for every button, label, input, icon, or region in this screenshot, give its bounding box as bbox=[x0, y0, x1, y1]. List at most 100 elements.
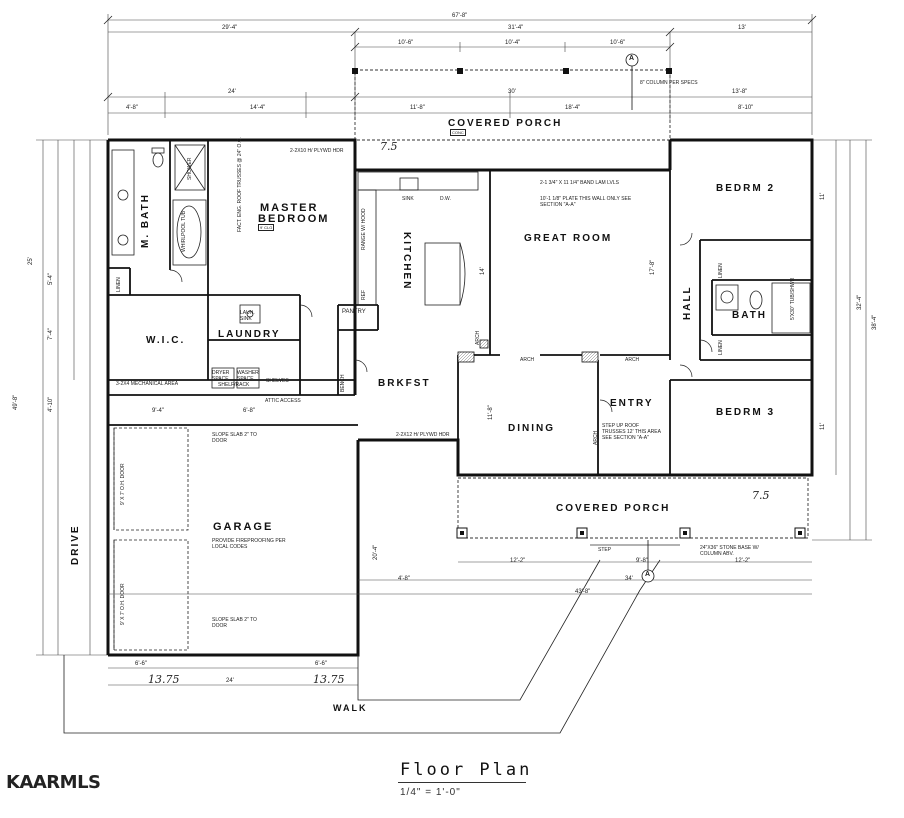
dim-9-4: 9'-4" bbox=[152, 408, 164, 414]
note-linen-3: LINEN bbox=[718, 340, 724, 355]
section-marker-bottom: A bbox=[645, 571, 651, 578]
note-ref: REF bbox=[361, 290, 367, 300]
room-label-master: MASTER bbox=[260, 202, 319, 214]
room-label-bedroom: BEDROOM bbox=[258, 213, 330, 225]
note-arch-1: ARCH bbox=[475, 330, 481, 345]
room-label-m-bath: M. BATH bbox=[140, 193, 151, 248]
note-whirlpool: WHIRLPOOL TUB bbox=[181, 210, 187, 252]
dim-18-4: 18'-4" bbox=[565, 105, 581, 111]
dim-bottom-6-6a: 6'-6" bbox=[135, 661, 147, 667]
dim-right-32-4: 32'-4" bbox=[857, 294, 863, 310]
note-column: 8" COLUMN PER SPECS bbox=[640, 80, 698, 86]
dim-mid-top: 31'-4" bbox=[508, 25, 524, 31]
note-linen-1: LINEN bbox=[116, 277, 122, 292]
room-label-great-room: GREAT ROOM bbox=[524, 233, 613, 244]
plan-title: Floor Plan bbox=[400, 760, 533, 780]
dim-right-top: 13' bbox=[738, 25, 746, 31]
note-step: STEP bbox=[598, 547, 612, 553]
dim-garage-4-8: 4'-8" bbox=[398, 576, 410, 582]
exterior-walls bbox=[106, 138, 814, 657]
room-label-bath: BATH bbox=[732, 310, 768, 321]
note-shelf-rack: SHELF/RACK bbox=[218, 382, 250, 388]
room-label-entry: ENTRY bbox=[610, 398, 654, 409]
note-dryer: DRYER SPACE bbox=[212, 370, 230, 382]
room-label-garage: GARAGE bbox=[213, 521, 274, 533]
dim-overall: 67'-8" bbox=[452, 13, 468, 19]
room-label-pantry: PANTRY bbox=[342, 309, 366, 315]
dim-4-8: 4'-8" bbox=[126, 105, 138, 111]
dim-left-49-8: 49'-8" bbox=[13, 394, 19, 410]
note-tub-shower: 5'X30" TUB/SHWR bbox=[790, 277, 796, 320]
dim-front-9-8: 9'-8" bbox=[636, 558, 648, 564]
dim-17-8: 17'-8" bbox=[650, 259, 656, 275]
room-label-hall: HALL bbox=[682, 285, 693, 320]
dim-30: 30' bbox=[508, 89, 516, 95]
note-door-2: 9' X 7' O.H. DOOR bbox=[120, 583, 126, 625]
room-label-wic: W.I.C. bbox=[146, 335, 186, 346]
dim-left-25: 25' bbox=[28, 257, 34, 265]
note-band-lam: 2-1 3/4" X 11 1/4" BAND LAM LVLS bbox=[540, 180, 619, 186]
section-marker-top: A bbox=[629, 55, 635, 62]
note-attic: ATTIC ACCESS bbox=[265, 398, 301, 404]
note-arch-2: ARCH bbox=[520, 357, 535, 363]
dim-front-34: 34' bbox=[625, 576, 633, 582]
room-label-dining: DINING bbox=[508, 423, 555, 434]
dim-front-43-8: 43'-8" bbox=[575, 589, 591, 595]
room-label-laundry: LAUNDRY bbox=[218, 329, 281, 340]
dim-11b: 11' bbox=[820, 422, 826, 430]
note-door-1: 9' X 7' O.H. DOOR bbox=[120, 463, 126, 505]
note-plate: 10'-1 1/8" PLATE THIS WALL ONLY SEE SECT… bbox=[540, 196, 632, 208]
note-linen-2: LINEN bbox=[718, 263, 724, 278]
dim-6-8: 6'-8" bbox=[243, 408, 255, 414]
dim-4-10: 4'-10" bbox=[48, 396, 54, 412]
dim-rear-10-6b: 10'-6" bbox=[610, 40, 626, 46]
fixtures bbox=[111, 144, 811, 651]
dim-7-4: 7'-4" bbox=[48, 328, 54, 340]
dim-14: 14' bbox=[480, 267, 486, 275]
note-fireproof: PROVIDE FIREPROOFING PER LOCAL CODES bbox=[212, 538, 286, 550]
dim-left-top: 29'-4" bbox=[222, 25, 238, 31]
title-underline bbox=[398, 782, 526, 783]
dim-11: 11' bbox=[820, 192, 826, 200]
brand-logo: KAARMLS bbox=[6, 772, 101, 793]
handwritten-note-3: 13.75 bbox=[313, 673, 345, 686]
dim-rear-10-6a: 10'-6" bbox=[398, 40, 414, 46]
note-washer: WASHER SPACE bbox=[237, 370, 259, 382]
plan-scale: 1/4" = 1'-0" bbox=[400, 787, 461, 798]
dim-8-10: 8'-10" bbox=[738, 105, 754, 111]
handwritten-note-1: 7.5 bbox=[380, 140, 398, 153]
dim-11-8b: 11'-8" bbox=[488, 405, 494, 420]
note-arch-4: ARCH bbox=[593, 430, 599, 445]
note-mech: 3-2X4 MECHANICAL AREA bbox=[116, 381, 179, 387]
room-label-bedrm2: BEDRM 2 bbox=[716, 183, 776, 194]
room-label-drive: DRIVE bbox=[70, 524, 81, 565]
room-label-covered-porch-rear: COVERED PORCH bbox=[448, 118, 563, 129]
room-label-covered-porch-front: COVERED PORCH bbox=[556, 503, 671, 514]
dim-front-12-2b: 12'-2" bbox=[735, 558, 751, 564]
note-range: RANGE W/ HOOD bbox=[361, 208, 367, 250]
note-fact-truss: FACT. ENG. ROOF TRUSSES @ 24" O.C. bbox=[237, 137, 243, 232]
front-porch-outline bbox=[457, 477, 809, 539]
dim-11-8: 11'-8" bbox=[410, 105, 425, 111]
dim-rear-10-4: 10'-4" bbox=[505, 40, 521, 46]
note-bench: BENCH bbox=[340, 374, 346, 392]
dim-garage-20-4: 20'-4" bbox=[373, 544, 379, 560]
dim-right-38-4: 38'-4" bbox=[872, 314, 878, 330]
room-label-bedrm3: BEDRM 3 bbox=[716, 407, 776, 418]
handwritten-note-4: 7.5 bbox=[752, 489, 770, 502]
note-hdr-2: 2-2X12 H/ PLYWD HDR bbox=[396, 432, 450, 438]
dim-front-12-2a: 12'-2" bbox=[510, 558, 526, 564]
dim-14-4: 14'-4" bbox=[250, 105, 266, 111]
interior-walls bbox=[108, 140, 812, 475]
rear-porch-outline bbox=[354, 69, 671, 141]
dim-5-4: 5'-4" bbox=[48, 273, 54, 285]
note-sink: SINK bbox=[402, 196, 414, 202]
note-slope-slab-1: SLOPE SLAB 2" TO DOOR bbox=[212, 432, 257, 444]
note-laun-sink: LAUN. SINK bbox=[240, 310, 255, 322]
note-dw: D.W. bbox=[440, 196, 451, 202]
note-slope-slab-2: SLOPE SLAB 2" TO DOOR bbox=[212, 617, 257, 629]
note-shelves: SHELVES bbox=[266, 378, 289, 384]
dimension-lines-top bbox=[107, 14, 813, 135]
note-arch-3: ARCH bbox=[625, 357, 640, 363]
